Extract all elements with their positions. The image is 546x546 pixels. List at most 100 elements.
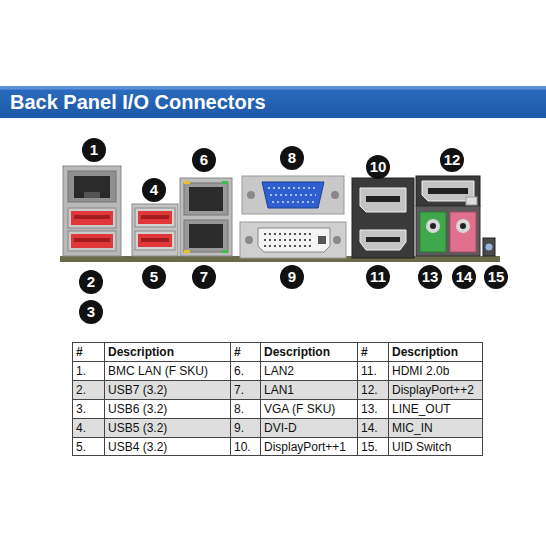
- port-housing: [416, 176, 480, 206]
- callout-number: 13: [418, 265, 442, 289]
- table-cell: VGA (F SKU): [264, 400, 354, 419]
- table-grid: [72, 342, 483, 456]
- led: [184, 181, 190, 184]
- led: [222, 181, 228, 184]
- table-cell: DisplayPort++2: [392, 381, 480, 400]
- audio-jack: [420, 212, 446, 252]
- table-cell: USB4 (3.2): [108, 438, 227, 457]
- usb-port: [71, 211, 113, 225]
- port-slot: [366, 237, 400, 242]
- table-cell: 2.: [76, 381, 101, 400]
- small-part: [466, 197, 477, 205]
- vga-pins: [270, 194, 316, 196]
- led: [184, 250, 190, 253]
- callout-number: 1: [82, 138, 106, 162]
- vga-pins: [272, 201, 314, 203]
- port-housing: [352, 178, 414, 258]
- table-cell: USB5 (3.2): [108, 419, 227, 438]
- rj45-shell: [184, 183, 228, 215]
- rj45-opening: [189, 187, 223, 211]
- dvi-pins: [264, 245, 314, 247]
- rj45-notch: [84, 192, 100, 198]
- table-row-shade: [72, 418, 483, 437]
- table-row-shade: [72, 380, 483, 399]
- table-cell: 10.: [234, 438, 257, 457]
- table-cell: 4.: [76, 419, 101, 438]
- hdmi-port: [360, 230, 406, 250]
- dvi-pins: [318, 236, 326, 244]
- callout-number: 9: [280, 265, 304, 289]
- table-line: [72, 437, 483, 438]
- callout-number: 6: [192, 148, 216, 172]
- vga-port: [262, 182, 324, 208]
- table-cell: 9.: [234, 419, 257, 438]
- table-line: [357, 342, 358, 456]
- table-cell: BMC LAN (F SKU): [108, 362, 227, 381]
- table-cell: DisplayPort++1: [264, 438, 354, 457]
- usb-port: [138, 234, 172, 247]
- title-banner: Back Panel I/O Connectors: [0, 86, 546, 118]
- table-cell: USB6 (3.2): [108, 400, 227, 419]
- callout-number: 10: [366, 155, 390, 179]
- uid-switch: [483, 238, 495, 256]
- table-header: Description: [392, 343, 480, 362]
- table-header: Description: [264, 343, 354, 362]
- table-line: [72, 418, 483, 419]
- table-header: #: [361, 343, 385, 362]
- table-cell: 11.: [361, 362, 385, 381]
- port-housing: [132, 204, 178, 256]
- usb-tongue: [141, 215, 169, 219]
- table-header: #: [76, 343, 101, 362]
- table-cell: UID Switch: [392, 438, 480, 457]
- callout-number: 14: [452, 265, 476, 289]
- callout-number: 8: [280, 146, 304, 170]
- table-cell: LAN2: [264, 362, 354, 381]
- callout-number: 3: [79, 300, 103, 324]
- dvi-pins: [264, 239, 314, 241]
- screw: [245, 236, 253, 244]
- table-ground: [72, 342, 483, 456]
- usb-port: [71, 234, 113, 248]
- table-cell: 15.: [361, 438, 385, 457]
- jack-ring: [426, 219, 440, 233]
- audio-jack: [450, 212, 476, 252]
- table-cell: 8.: [234, 400, 257, 419]
- port-housing: [63, 166, 121, 256]
- table-cell: MIC_IN: [392, 419, 480, 438]
- port-housing: [180, 178, 232, 256]
- rj45-shell: [184, 220, 228, 252]
- vga-shell: [242, 176, 344, 214]
- rj45-opening: [74, 176, 110, 198]
- title-text: Back Panel I/O Connectors: [10, 86, 266, 118]
- port-slot: [428, 188, 468, 194]
- table-line: [260, 342, 261, 456]
- table-cell: LINE_OUT: [392, 400, 480, 419]
- table-line: [104, 342, 105, 456]
- table-line: [72, 361, 483, 362]
- rj45-opening: [189, 224, 223, 248]
- dvi-pins: [264, 233, 314, 235]
- callout-number: 12: [440, 148, 464, 172]
- callout-number: 7: [192, 265, 216, 289]
- screw: [331, 191, 339, 199]
- table-cell: 12.: [361, 381, 385, 400]
- dvi-shell: [240, 222, 346, 258]
- rj45-shell: [68, 171, 116, 202]
- usb-tongue: [141, 238, 169, 242]
- callout-number: 15: [484, 265, 508, 289]
- table-cell: 6.: [234, 362, 257, 381]
- led: [222, 250, 228, 253]
- table-border: [73, 343, 483, 456]
- port-slot: [366, 196, 400, 202]
- table-cell: LAN1: [264, 381, 354, 400]
- jack-ring: [456, 219, 470, 233]
- table-cell: 7.: [234, 381, 257, 400]
- usb-shell: [135, 208, 175, 227]
- table-header: #: [234, 343, 257, 362]
- usb-port: [138, 211, 172, 224]
- table-line: [230, 342, 231, 456]
- table-line: [72, 380, 483, 381]
- table-cell: 14.: [361, 419, 385, 438]
- table-cell: 1.: [76, 362, 101, 381]
